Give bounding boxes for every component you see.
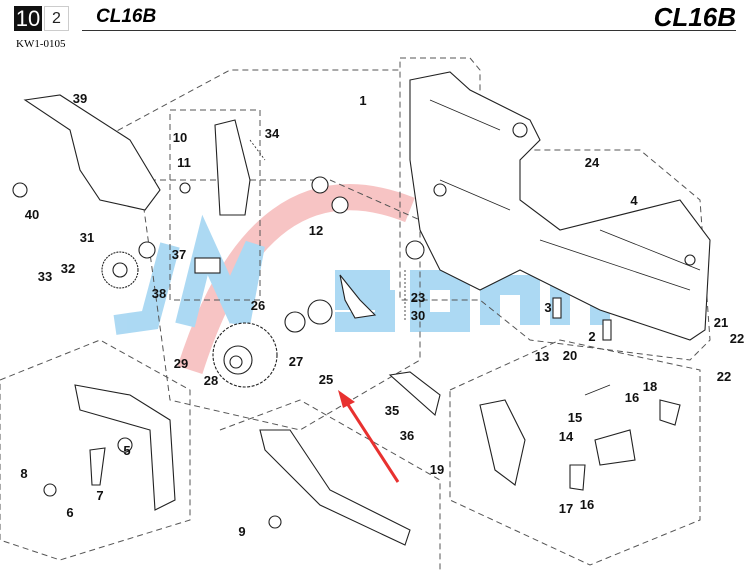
callout: 12 xyxy=(309,223,323,238)
callout: 11 xyxy=(177,155,191,170)
callout: 1 xyxy=(359,93,366,108)
callout: 29 xyxy=(174,356,188,371)
pin-part-2 xyxy=(602,319,612,341)
callout: 30 xyxy=(411,308,425,323)
callout: 32 xyxy=(61,261,75,276)
knob-part-40 xyxy=(12,182,28,198)
spring-part-34 xyxy=(249,139,266,161)
callout: 14 xyxy=(559,429,574,444)
callout: 23 xyxy=(411,290,425,305)
callout: 18 xyxy=(643,379,657,394)
pulley-part xyxy=(307,299,333,325)
shaft-part-20 xyxy=(584,384,611,396)
bracket-part-10 xyxy=(214,119,251,216)
callout: 35 xyxy=(385,403,399,418)
callout: 8 xyxy=(20,466,27,481)
callout: 19 xyxy=(430,462,444,477)
callout: 4 xyxy=(630,193,638,208)
bracket-part-35 xyxy=(388,371,441,417)
part-16 xyxy=(659,399,681,426)
model-title-left: CL16B xyxy=(96,6,157,27)
gear-part-27 xyxy=(212,322,278,388)
callout: 36 xyxy=(400,428,414,443)
callout: 37 xyxy=(172,247,186,262)
callout: 24 xyxy=(585,155,600,170)
washer-part-5 xyxy=(117,437,133,453)
callout: 5 xyxy=(123,443,130,458)
callout: 31 xyxy=(80,230,94,245)
callout: 27 xyxy=(289,354,303,369)
callout: 39 xyxy=(73,91,87,106)
lever-part-8 xyxy=(74,384,176,511)
part-15 xyxy=(594,429,636,466)
shaft-part-23 xyxy=(405,240,425,260)
page-number-major: 10 xyxy=(14,6,42,31)
drawing-code: KW1-0105 xyxy=(16,38,66,50)
part-16b xyxy=(569,464,586,491)
gear-part-31 xyxy=(101,251,139,289)
callout: 2 xyxy=(588,329,595,344)
callout: 26 xyxy=(251,298,265,313)
lever-part-9 xyxy=(259,429,411,546)
model-title-right: CL16B xyxy=(653,2,736,32)
plate-part-39 xyxy=(23,94,161,211)
page-number-minor: 2 xyxy=(44,6,69,31)
callout: 15 xyxy=(568,410,582,425)
callout: 38 xyxy=(152,286,166,301)
callout: 22 xyxy=(717,369,731,384)
screw-part-11 xyxy=(179,182,191,194)
callout: 25 xyxy=(319,372,333,387)
callout: 21 xyxy=(714,315,728,330)
callout-labels: 39 1 10 34 11 24 4 12 31 37 32 33 38 23 … xyxy=(20,91,744,539)
callout: 28 xyxy=(204,373,218,388)
callout: 7 xyxy=(96,488,103,503)
callout: 10 xyxy=(173,130,187,145)
pin-part-7 xyxy=(89,447,106,486)
callout: 33 xyxy=(38,269,52,284)
callout: 40 xyxy=(25,207,39,222)
collar-part-26 xyxy=(284,311,306,333)
callout: 16 xyxy=(625,390,639,405)
callout: 9 xyxy=(238,524,245,539)
red-arrow-indicator xyxy=(338,390,400,483)
lever-part xyxy=(339,274,377,319)
header-rule xyxy=(82,30,736,31)
washer-part-32 xyxy=(138,241,156,259)
bracket-part-37 xyxy=(194,257,221,274)
pin-part-3 xyxy=(552,297,562,319)
callout: 20 xyxy=(563,348,577,363)
callout: 16 xyxy=(580,497,594,512)
screw-part-6 xyxy=(43,483,57,497)
main-frame-part-1 xyxy=(409,71,711,341)
plate-part-14 xyxy=(479,399,526,486)
callout: 34 xyxy=(265,126,280,141)
callout: 6 xyxy=(66,505,73,520)
callout: 13 xyxy=(535,349,549,364)
callout: 17 xyxy=(559,501,573,516)
callout: 3 xyxy=(544,300,551,315)
callout: 22 xyxy=(730,331,744,346)
